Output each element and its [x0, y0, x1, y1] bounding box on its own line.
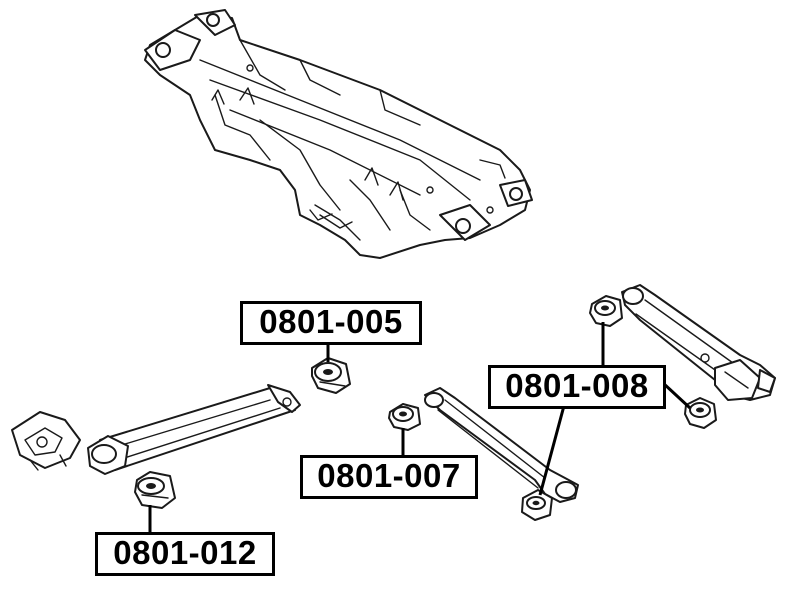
leader-0801-008-down — [538, 401, 567, 496]
leader-lines — [148, 322, 692, 532]
part-label-0801-008: 0801-008 — [488, 365, 666, 409]
part-label-0801-012: 0801-012 — [95, 532, 275, 576]
bushing-0801-008-top — [589, 295, 623, 327]
part-label-0801-005: 0801-005 — [240, 301, 422, 345]
center-trailing-link — [424, 387, 579, 521]
leader-0801-008-right — [661, 381, 692, 410]
bushing-0801-005 — [311, 357, 351, 394]
left-lateral-link — [11, 384, 301, 475]
right-upper-arm — [621, 284, 776, 401]
bushing-0801-008-right — [684, 397, 717, 429]
bushing-0801-012 — [134, 471, 176, 509]
bushing-0801-007 — [388, 403, 421, 431]
part-label-0801-007: 0801-007 — [300, 455, 478, 499]
rear-subframe — [144, 9, 533, 259]
